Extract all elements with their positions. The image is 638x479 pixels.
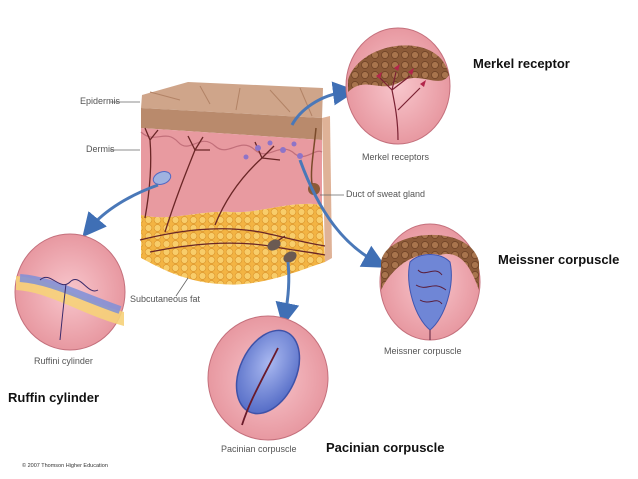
merkel-title: Merkel receptor [473,56,570,71]
sweat-duct-label: Duct of sweat gland [346,189,426,199]
ruffini-caption: Ruffini cylinder [34,356,93,366]
pacinian-title: Pacinian corpuscle [326,440,445,455]
arrow-to-merkel [290,81,357,126]
meissner-corpuscle-closeup [379,223,481,341]
skin-block [139,82,332,285]
arrows [82,81,387,327]
arrow-to-pacinian [275,261,300,327]
arrow-to-meissner [298,159,387,268]
subcutaneous-fat-label: Subcutaneous fat [130,294,201,304]
ruffini-title: Ruffin cylinder [8,390,100,405]
pacinian-caption: Pacinian corpuscle [221,444,297,454]
ruffini-cylinder-closeup [14,233,126,351]
subcutaneous-fat-layer [141,203,325,285]
receptor-dots [243,140,303,160]
epidermis-label: Epidermis [80,96,121,106]
epidermis-layer [141,108,322,140]
arrow-to-ruffini [82,183,159,238]
dermis-label: Dermis [86,144,115,154]
merkel-receptor-closeup [345,27,451,145]
meissner-caption: Meissner corpuscle [384,346,462,356]
skin-top-surface [141,82,323,118]
nerve-fibers [139,127,326,256]
copyright-text: © 2007 Thomson Higher Education [22,463,108,469]
meissner-title: Meissner corpuscle [498,252,620,267]
pacinian-corpuscle-closeup [207,315,329,441]
merkel-caption: Merkel receptors [362,152,430,162]
